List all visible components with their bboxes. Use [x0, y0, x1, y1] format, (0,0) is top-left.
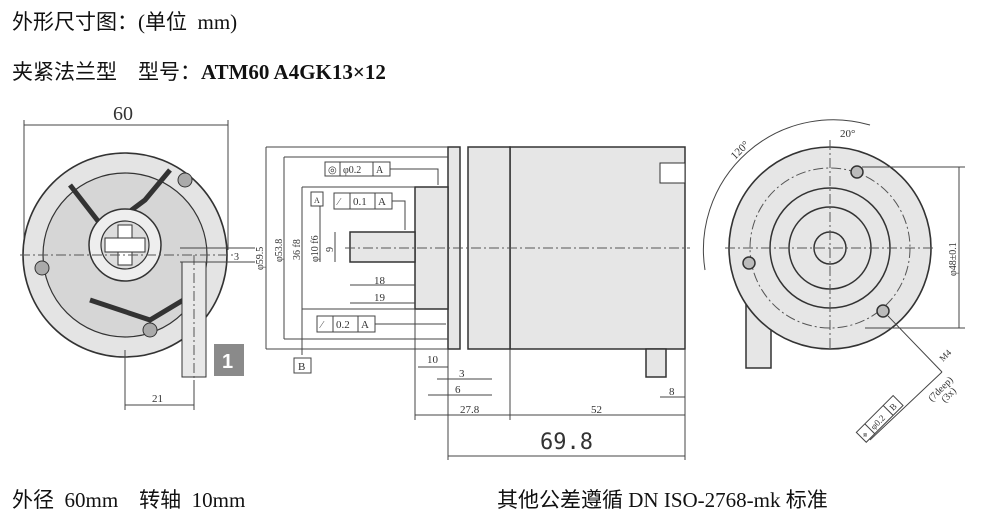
- keyway-dim: 3: [234, 252, 239, 263]
- len-27-8-dim: 27.8: [460, 404, 480, 416]
- view-badge: 1: [222, 351, 233, 373]
- pcd-dim: φ48±0.1: [948, 242, 959, 276]
- model-line: 夹紧法兰型 型号：ATM60 A4GK13×12: [12, 56, 386, 86]
- len-19-dim: 19: [374, 292, 386, 304]
- svg-text:A: A: [378, 196, 386, 208]
- side-view: φ59.5 φ53.8 36 f8 φ10 f6 9 ◎ φ0.2 A A: [255, 146, 690, 460]
- angle-20-dim: 20°: [840, 128, 855, 140]
- svg-text:A: A: [361, 319, 369, 331]
- footer-specs: 外径 60mm 转轴 10mm: [12, 488, 246, 512]
- front-view: 60 3 21 1: [20, 103, 255, 410]
- svg-text:⌖: ⌖: [860, 429, 871, 440]
- svg-text:φ0.2: φ0.2: [343, 165, 361, 176]
- position-tolerance-frame: ⌖ φ0.2 B: [855, 394, 904, 443]
- runout-frame-2: ⁄ 0.2 A: [316, 315, 446, 333]
- rear-view: 120° 20° φ48±0.1 M4 (7deep) (3x) ⌖ φ0.2 …: [702, 119, 965, 443]
- len-10-dim: 10: [427, 354, 439, 366]
- len-3-dim: 3: [459, 368, 465, 380]
- dia-flange-dim: φ53.8: [274, 239, 285, 262]
- dia-hub-dim: 36 f8: [292, 239, 303, 260]
- len-18-dim: 18: [374, 275, 386, 287]
- len-6-dim: 6: [455, 384, 461, 396]
- angle-120-dim: 120°: [729, 139, 752, 162]
- concentricity-frame: ◎ φ0.2 A: [324, 161, 439, 185]
- thread-label: M4: [937, 347, 953, 363]
- connector-offset-dim: 21: [152, 393, 163, 405]
- model-prefix: 夹紧法兰型 型号：: [12, 60, 201, 84]
- dia-outer-dim: φ59.5: [255, 247, 266, 270]
- dia-shaft-dim: φ10 f6: [310, 235, 321, 262]
- svg-text:⁄: ⁄: [336, 197, 342, 208]
- svg-text:0.2: 0.2: [336, 319, 350, 331]
- datum-a-label: A: [314, 196, 320, 205]
- datum-b-label: B: [298, 361, 305, 373]
- svg-text:◎: ◎: [328, 165, 337, 176]
- front-width-dim: 60: [113, 103, 133, 125]
- runout-frame-1: ⁄ 0.1 A: [333, 192, 406, 230]
- len-52-dim: 52: [591, 404, 602, 416]
- svg-text:⁄: ⁄: [319, 320, 325, 331]
- svg-text:B: B: [887, 401, 898, 412]
- len-8-dim: 8: [669, 386, 675, 398]
- model-number: ATM60 A4GK13×12: [201, 60, 386, 84]
- total-length-dim: 69.8: [540, 430, 593, 455]
- title-units: 外形尺寸图：(单位 mm): [12, 10, 238, 34]
- flat-dim: 9: [325, 247, 336, 252]
- svg-text:A: A: [376, 165, 384, 176]
- svg-text:0.1: 0.1: [353, 196, 367, 208]
- footer-tolerance-note: 其他公差遵循 DN ISO-2768-mk 标准: [497, 488, 828, 512]
